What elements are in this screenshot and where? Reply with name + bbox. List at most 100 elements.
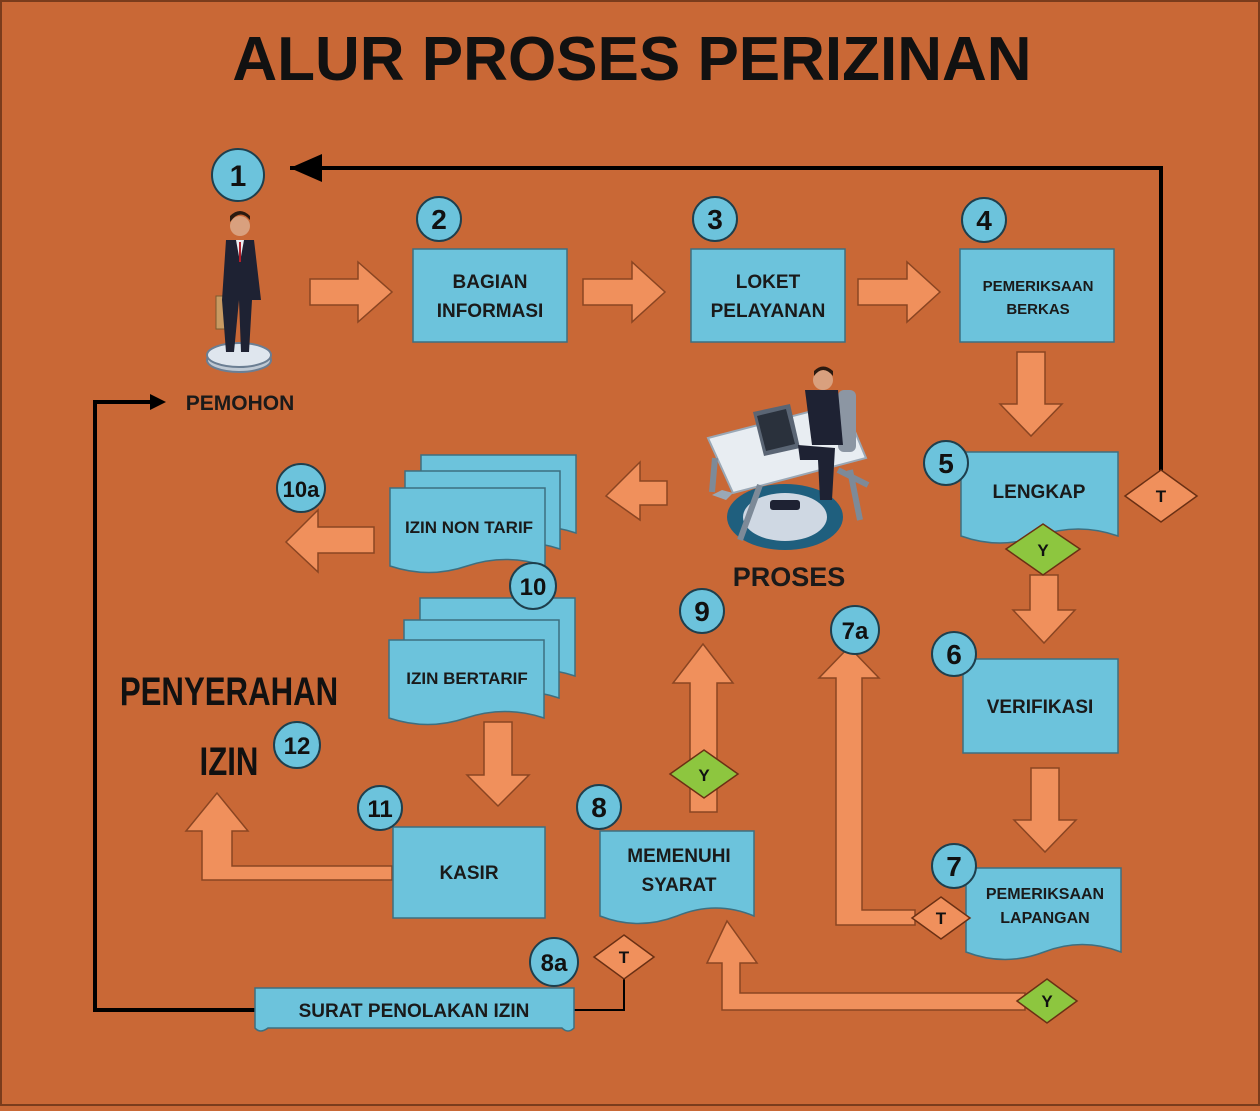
label-izin-bertarif: IZIN BERTARIF (406, 669, 528, 688)
arrowhead-to-pemohon (290, 154, 322, 182)
diamond-y-lengkap (1004, 523, 1082, 576)
label-kasir: KASIR (439, 863, 498, 884)
process-boxes (254, 248, 1122, 1032)
box-surat-penolakan (254, 987, 575, 1032)
badge-5-circle (923, 440, 969, 486)
label-lengkap: LENGKAP (993, 482, 1086, 503)
badge-8: 8 (591, 792, 607, 823)
badge-8a: 8a (541, 950, 568, 977)
badge-3-circle (692, 196, 738, 242)
label-verifikasi: VERIFIKASI (987, 697, 1094, 718)
box-loket-pelayanan (690, 248, 846, 343)
arrow-pemeriksaan-to-lengkap (998, 351, 1064, 438)
arrow-y-to-memenuhi (705, 919, 1026, 1011)
arrow-lengkap-to-verifikasi (1011, 574, 1077, 645)
decision-t-lapangan: T (936, 909, 947, 928)
label-lapangan-2: LAPANGAN (1000, 910, 1089, 927)
badge-1-circle (211, 148, 265, 202)
box-pemeriksaan-berkas (959, 248, 1115, 343)
badge-4: 4 (976, 205, 992, 236)
decision-t-surat: T (619, 948, 630, 967)
pemohon-person-icon (206, 211, 272, 373)
return-connectors (93, 166, 1163, 1012)
label-penyerahan-1: PENYERAHAN (120, 669, 338, 714)
badge-7a: 7a (842, 618, 869, 645)
step-badges (211, 148, 1007, 987)
badge-8-circle (576, 784, 622, 830)
badge-2: 2 (431, 204, 447, 235)
arrow-loket-to-pemeriksaan (857, 260, 942, 324)
label-proses: PROSES (733, 562, 846, 592)
badge-3: 3 (707, 204, 723, 235)
badge-6-circle (931, 631, 977, 677)
arrow-proses-to-nontarif (604, 460, 668, 522)
badge-11-circle (357, 785, 403, 831)
badge-7-circle (931, 843, 977, 889)
badge-5: 5 (938, 448, 954, 479)
label-pemeriksaan-2: BERKAS (1006, 301, 1069, 318)
decision-t-lengkap: T (1156, 487, 1167, 506)
flow-arrows (184, 260, 1078, 1011)
diamond-y-bottom (1015, 978, 1079, 1024)
badge-6: 6 (946, 639, 962, 670)
arrow-verifikasi-to-lapangan (1012, 767, 1078, 854)
connector-t-to-pemohon (290, 166, 1163, 474)
box-kasir (392, 826, 546, 919)
box-pemeriksaan-lapangan (965, 867, 1122, 961)
badge-7: 7 (946, 851, 962, 882)
label-loket-1: LOKET (736, 272, 801, 293)
arrow-pemohon-to-bagian (309, 260, 394, 324)
label-lapangan-1: PEMERIKSAAN (986, 886, 1104, 903)
box-bagian-informasi (412, 248, 568, 343)
box-memenuhi-syarat (599, 830, 755, 925)
diamond-t-surat (592, 934, 656, 980)
label-memenuhi-2: SYARAT (642, 875, 717, 896)
decision-y-lengkap: Y (1037, 541, 1049, 560)
decision-y-bottom: Y (1041, 992, 1053, 1011)
decision-y-memenuhi: Y (698, 766, 710, 785)
box-verifikasi (962, 658, 1119, 754)
arrow-bagian-to-loket (582, 260, 667, 324)
proses-desk-icon (706, 366, 870, 550)
box-labels: BAGIAN INFORMASI LOKET PELAYANAN PEMERIK… (299, 272, 1105, 1022)
diagram-title: ALUR PROSES PERIZINAN (232, 25, 1031, 94)
doc-stack-izin-non-tarif (389, 454, 577, 574)
badge-9-circle (679, 588, 725, 634)
arrow-nontarif-to-10a (284, 508, 375, 574)
badge-10: 10 (520, 574, 547, 601)
connector-surat-to-pemohon (93, 400, 255, 1012)
label-surat-penolakan: SURAT PENOLAKAN IZIN (299, 1001, 530, 1022)
decision-labels: T Y Y T T Y (619, 487, 1167, 1011)
diamond-y-memenuhi (668, 749, 740, 799)
arrow-kasir-to-penyerahan (184, 791, 393, 881)
label-pemeriksaan-1: PEMERIKSAAN (983, 278, 1094, 295)
doc-stack-izin-bertarif (388, 597, 576, 726)
badge-4-circle (961, 197, 1007, 243)
diamond-t-lengkap (1123, 469, 1199, 523)
badge-10-circle (509, 562, 557, 610)
badge-7a-circle (830, 605, 880, 655)
decision-diamonds (592, 469, 1199, 1024)
label-bagian-2: INFORMASI (437, 301, 544, 322)
badge-10a-circle (276, 463, 326, 513)
badge-9: 9 (694, 596, 710, 627)
badge-8a-circle (529, 937, 579, 987)
badge-1: 1 (230, 160, 247, 193)
label-penyerahan-2: IZIN (200, 739, 259, 784)
diamond-t-lapangan (910, 896, 972, 940)
label-bagian-1: BAGIAN (453, 272, 528, 293)
label-loket-2: PELAYANAN (711, 301, 826, 322)
arrow-bertarif-to-kasir (465, 721, 531, 808)
connector-surat-to-t (574, 978, 625, 1011)
badge-12: 12 (284, 733, 311, 760)
arrow-lapangan-to-7a (817, 645, 916, 926)
label-memenuhi-1: MEMENUHI (627, 846, 730, 867)
step-badge-labels: 1 2 3 4 5 6 7 7a 8 8a 9 10 10a 11 12 (230, 160, 993, 977)
badge-2-circle (416, 196, 462, 242)
badge-12-circle (273, 721, 321, 769)
arrowhead-surat-to-pemohon (150, 394, 166, 410)
label-pemohon: PEMOHON (186, 392, 295, 415)
badge-10a: 10a (283, 477, 320, 502)
